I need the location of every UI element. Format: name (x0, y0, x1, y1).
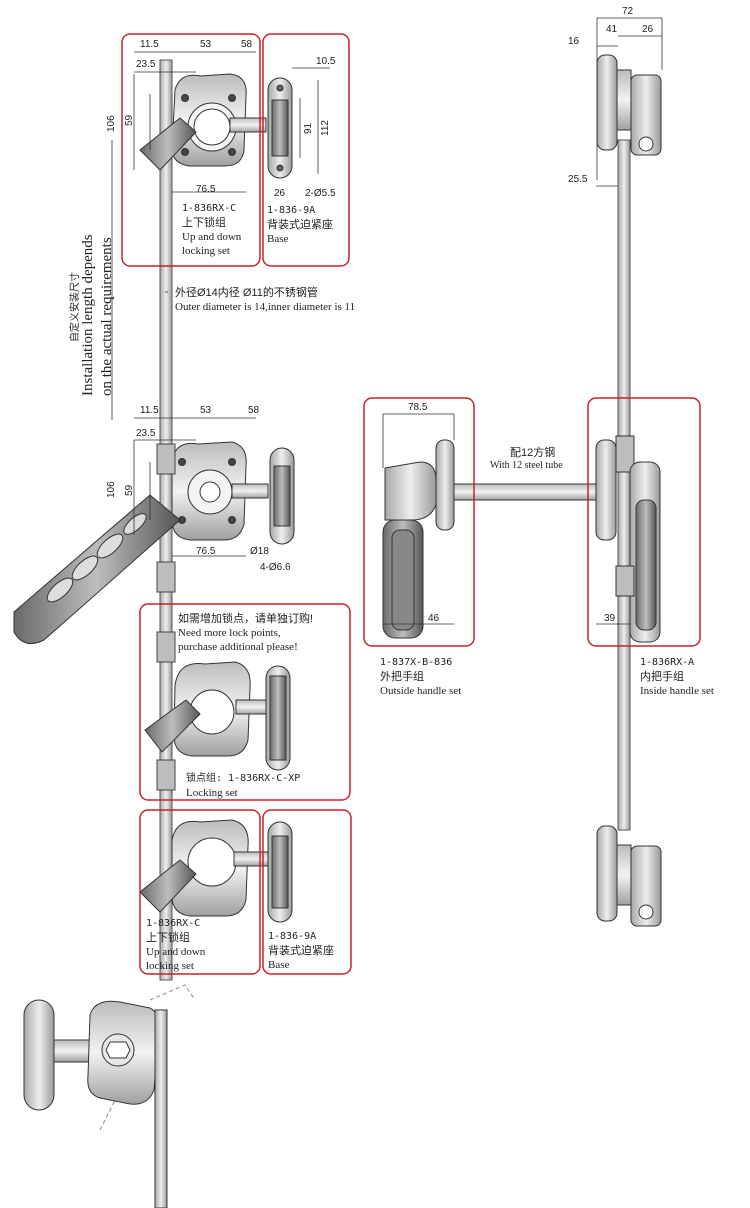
dim-mid-106: 106 (106, 481, 117, 498)
install-en-label-1: Installation length depends (80, 234, 96, 396)
right-bottom-bracket (596, 825, 662, 927)
lockpoint-label: 锁点组: 1-836RX-C-XP Locking set (186, 773, 301, 799)
top-base-label: 1-836-9A 背装式迫紧座 Base (267, 205, 333, 245)
bottom-lock-assembly (139, 819, 293, 923)
dim-top-59: 59 (124, 114, 135, 126)
dim-top-112: 112 (320, 120, 331, 136)
dim-mid-11-5: 11.5 (140, 405, 159, 416)
dim-handle-78-5: 78.5 (408, 402, 428, 413)
middle-lock-assembly (13, 441, 295, 645)
dim-top-53: 53 (200, 39, 212, 50)
dim-right-41: 41 (606, 24, 618, 35)
dim-right-25-5: 25.5 (568, 174, 588, 185)
dim-top-23-5: 23.5 (136, 59, 156, 70)
dim-right-26: 26 (642, 24, 654, 35)
right-rod (617, 139, 631, 831)
dim-top-106: 106 (106, 115, 117, 132)
dim-right-16: 16 (568, 36, 580, 47)
right-top-bracket (596, 54, 662, 156)
dim-top-76-5: 76.5 (196, 184, 216, 195)
tube-cn-label: 外径Ø14内径 Ø11的不锈钢管 (175, 287, 318, 299)
bottom-lock-label: 1-836RX-C 上下锁组 Up and down locking set (146, 918, 206, 972)
steel-cn-label: 配12方钢 (510, 447, 556, 459)
dim-mid-53: 53 (200, 405, 212, 416)
outside-handle (382, 439, 597, 639)
dim-top-91: 91 (303, 122, 314, 134)
more-points-label: 如需增加锁点，请单独订购! Need more lock points, pur… (178, 613, 314, 653)
dim-top-58: 58 (241, 39, 253, 50)
inside-handle (595, 435, 661, 643)
dim-top-11-5: 11.5 (140, 39, 159, 50)
steel-en-label: With 12 steel tube (490, 460, 563, 471)
top-lock-assembly (139, 73, 293, 179)
dim-mid-d18: Ø18 (250, 546, 269, 557)
lock-point-assembly (144, 661, 291, 771)
tube-en-label: Outer diameter is 14,inner diameter is 1… (175, 301, 356, 313)
bottom-base-label: 1-836-9A 背装式迫紧座 Base (268, 931, 334, 971)
cam-detail (23, 984, 196, 1208)
dim-top-holes: 2-Ø5.5 (305, 188, 336, 199)
dim-mid-58: 58 (248, 405, 260, 416)
dim-top-26: 26 (274, 188, 286, 199)
dim-mid-23-5: 23.5 (136, 428, 156, 439)
outside-handle-label: 1-837X-B-836 外把手组 Outside handle set (380, 657, 462, 697)
top-lock-label: 1-836RX-C 上下锁组 Up and down locking set (182, 203, 242, 257)
dim-mid-76-5: 76.5 (196, 546, 216, 557)
install-en-label-2: on the actual requirements (99, 237, 115, 396)
dim-top-10-5: 10.5 (316, 56, 336, 67)
dimension-lines (111, 17, 663, 625)
dim-right-72: 72 (622, 6, 634, 17)
inside-handle-label: 1-836RX-A 内把手组 Inside handle set (640, 657, 714, 697)
dim-mid-59: 59 (124, 484, 135, 496)
install-cn-label: 自定义安装尺寸 (70, 272, 81, 342)
dim-handle-46: 46 (428, 613, 440, 624)
dim-mid-holes: 4-Ø6.6 (260, 562, 291, 573)
red-frames (121, 33, 701, 975)
dim-handle-39: 39 (604, 613, 616, 624)
